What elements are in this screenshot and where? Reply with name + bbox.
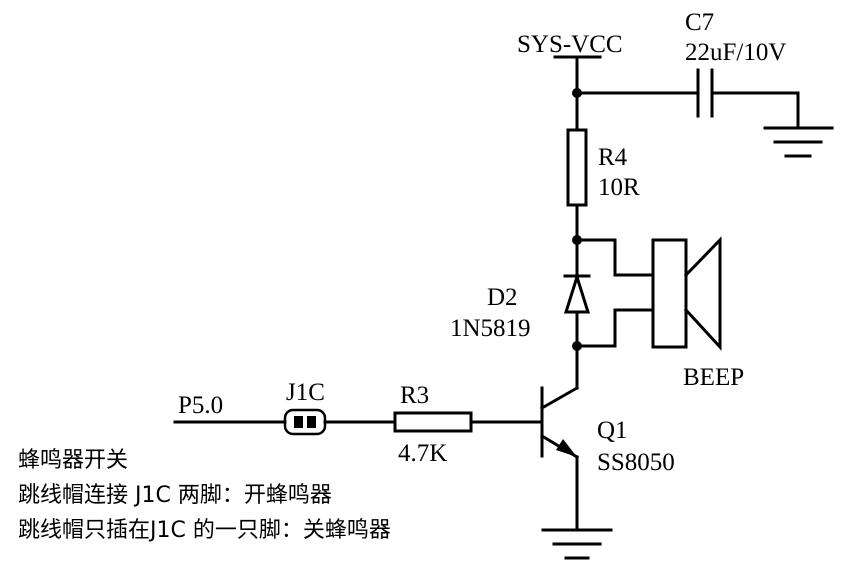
- note-line-3: 跳线帽只插在J1C 的一只脚：关蜂鸣器: [18, 518, 391, 543]
- sys-vcc-label: SYS-VCC: [517, 31, 623, 58]
- note-line-2: 跳线帽连接 J1C 两脚：开蜂鸣器: [18, 483, 332, 508]
- sys-vcc-supply: SYS-VCC: [517, 31, 623, 132]
- j1c-label: J1C: [286, 379, 325, 406]
- r3-value-label: 4.7K: [398, 440, 447, 467]
- transistor-q1: Q1 SS8050: [539, 344, 675, 532]
- capacitor-c7: C7 22uF/10V: [572, 9, 800, 130]
- q1-part-label: SS8050: [597, 449, 675, 476]
- r3-ref-label: R3: [400, 382, 429, 409]
- c7-ref-label: C7: [685, 9, 714, 36]
- buzzer-beep: BEEP: [575, 236, 744, 391]
- jumper-j1c: J1C: [283, 379, 397, 436]
- r4-ref-label: R4: [598, 144, 628, 171]
- c7-value-label: 22uF/10V: [685, 39, 786, 66]
- q1-ref-label: Q1: [597, 417, 628, 444]
- jumper-notes: 蜂鸣器开关 跳线帽连接 J1C 两脚：开蜂鸣器 跳线帽只插在J1C 的一只脚：关…: [18, 448, 391, 543]
- beep-label: BEEP: [683, 364, 744, 391]
- resistor-r4: R4 10R: [566, 128, 640, 242]
- d2-ref-label: D2: [487, 284, 518, 311]
- p5-0-label: P5.0: [178, 392, 223, 419]
- input-p5-0: P5.0: [173, 392, 287, 424]
- ground-symbol-q1: [541, 528, 613, 560]
- ground-symbol-c7: [763, 126, 834, 158]
- resistor-r3: R3 4.7K: [393, 382, 544, 467]
- d2-part-label: 1N5819: [450, 315, 531, 342]
- diode-d2: D2 1N5819: [450, 235, 591, 351]
- note-line-1: 蜂鸣器开关: [18, 448, 128, 473]
- r4-value-label: 10R: [598, 174, 640, 201]
